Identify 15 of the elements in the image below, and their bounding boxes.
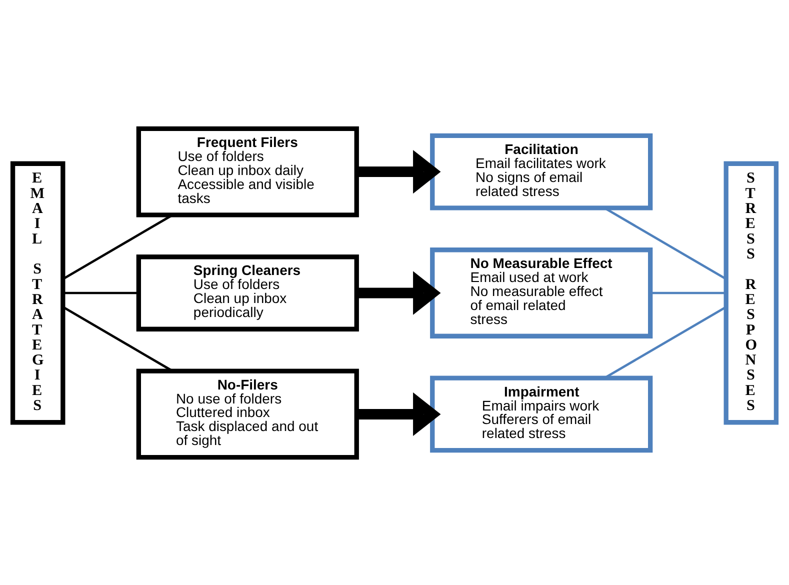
node-box: No Measurable Effect Email used at work No measurable effect of email related stress [430, 247, 653, 338]
node-box: EMAIL STRATEGIES [10, 160, 66, 424]
connector [62, 306, 174, 372]
node-box: Spring Cleaners Use of folders Clean up inbox periodically [136, 254, 359, 331]
arrow [356, 392, 441, 436]
connector [63, 291, 139, 294]
node-box: Frequent Filers Use of folders Clean up inbox daily Accessible and visible tasks [136, 126, 359, 217]
node-box: Facilitation Email facilitates work No signs of email related stress [430, 132, 653, 210]
node-box: No-Filers No use of folders Cluttered inbox Task displaced and out of sight [136, 368, 359, 460]
arrow [356, 270, 441, 314]
node-box: Impairment Email impairs work Sufferers of email related stress [430, 375, 653, 452]
node-box: STRESS RESPONSES [724, 160, 779, 424]
arrow [356, 149, 441, 194]
connector [650, 291, 726, 294]
connector [604, 305, 727, 378]
